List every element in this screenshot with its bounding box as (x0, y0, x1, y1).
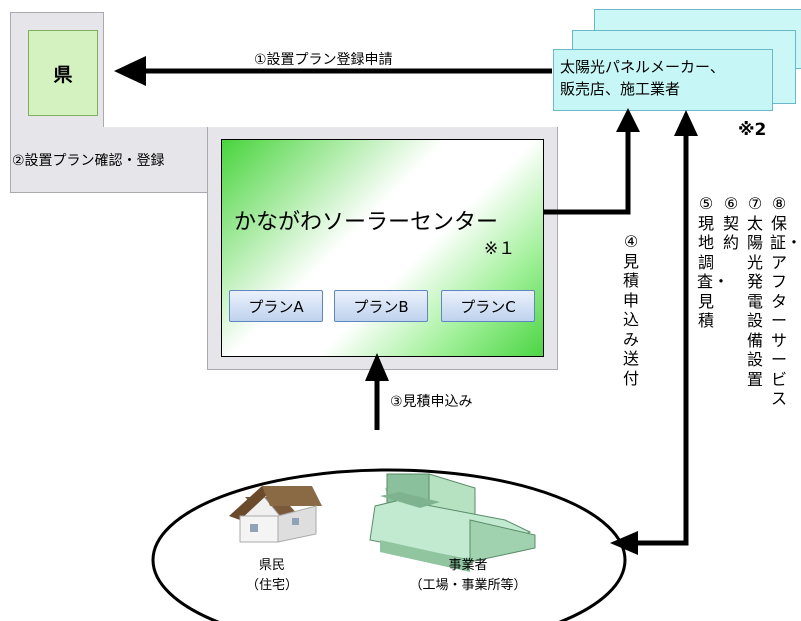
arrow-step3-head (365, 353, 389, 381)
resident-line2: （住宅） (245, 578, 298, 593)
vendor-line1: 太陽光パネルメーカー、 (560, 58, 725, 76)
factory-icon (369, 473, 536, 572)
house-icon (229, 486, 322, 543)
business-caption: 事業者 （工場・事業所等） (398, 556, 538, 596)
plan-c-button[interactable]: プランC (441, 290, 535, 322)
customers-ellipse (151, 468, 627, 621)
arrow-step5-8-top-head (674, 110, 698, 136)
center-note: ※１ (484, 239, 516, 259)
step7-label: ⑦太陽光発電設備設置 (746, 194, 763, 389)
business-line1: 事業者 (448, 558, 488, 573)
vendor-note: ※2 (738, 120, 767, 140)
plan-b-button[interactable]: プランB (334, 290, 428, 322)
step3-label: ③見積申込み (390, 394, 473, 410)
arrow-step4-head (616, 108, 640, 132)
prefecture-label: 県 (53, 63, 73, 86)
business-line2: （工場・事業所等） (409, 578, 527, 593)
resident-caption: 県民 （住宅） (232, 556, 312, 596)
arrow-step4-line (543, 130, 631, 215)
center-title: かながわソーラーセンター (234, 210, 499, 235)
step5-label: ⑤現地調査・見積 (697, 194, 730, 330)
vendor-box: 太陽光パネルメーカー、 販売店、施工業者 (553, 49, 773, 111)
prefecture-box: 県 (28, 30, 98, 116)
step6-label: ⑥契約 (722, 194, 739, 252)
step2-label: ②設置プラン確認・登録 (12, 153, 165, 169)
arrow-step5-8-line (636, 134, 689, 546)
plan-a-button[interactable]: プランA (229, 290, 323, 322)
solar-center-box: かながわソーラーセンター ※１ プランA プランB プランC (221, 139, 544, 357)
resident-line1: 県民 (258, 558, 285, 573)
arrow-step5-8-left-head (610, 531, 638, 555)
step8-label: ⑧保証・アフターサービス (770, 194, 801, 408)
step4-label: ④見積申込み送付 (622, 232, 639, 388)
vendor-line2: 販売店、施工業者 (560, 80, 681, 98)
step1-label: ①設置プラン登録申請 (254, 52, 393, 68)
arrow-step1-head (114, 56, 146, 86)
